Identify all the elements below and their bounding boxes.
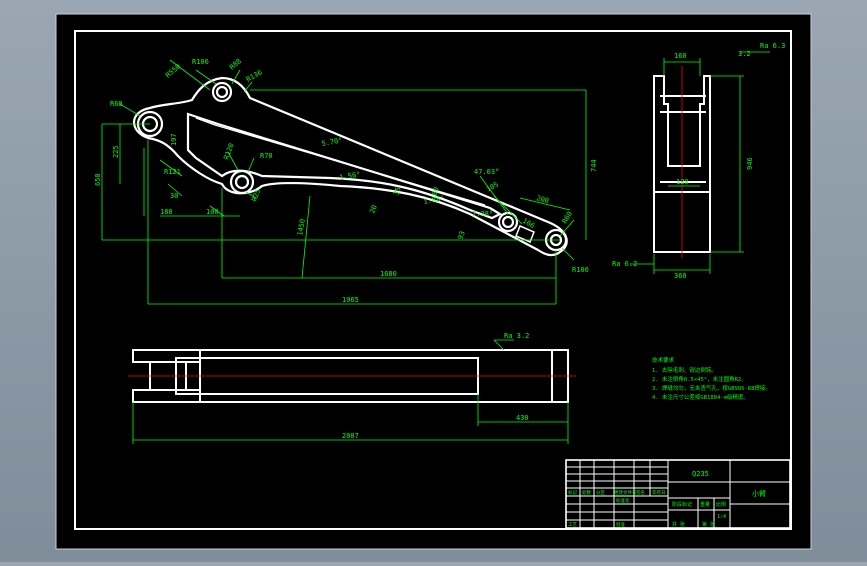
title-block-text: Q235 小臂 阶段标记 重量 比例 1:4 共 张 第 张 标记 处数 分区 …	[568, 470, 766, 528]
label-top160: 160	[674, 52, 687, 60]
label-d100: 100	[206, 208, 219, 216]
label-d20: 20	[368, 204, 378, 215]
note-3: 3. 焊缝均匀，无夹渣气孔，按GB985-88焊接。	[652, 384, 771, 392]
label-ang728: 7.28°	[472, 210, 493, 218]
arm-end-notch	[515, 225, 535, 243]
arm-outline	[132, 76, 568, 257]
pin-hole-mid	[229, 169, 255, 195]
label-rough-ra62: Ra 6.2	[612, 260, 637, 268]
label-ang570: 5.70°	[321, 136, 343, 148]
label-d1450: 1450	[296, 218, 307, 236]
label-r70: R70	[260, 152, 273, 160]
top-view-dimensions	[132, 339, 569, 444]
note-4: 4. 未注尺寸公差按GB1804-m级精度。	[652, 393, 749, 401]
label-d430: 430	[516, 414, 529, 422]
side-view-dimensions	[630, 51, 770, 274]
title-block	[565, 459, 791, 529]
label-r25: R25	[250, 188, 262, 203]
label-rough-mark: 3.2	[738, 50, 751, 58]
label-r121: R121	[164, 168, 181, 176]
label-d80: 80	[430, 186, 440, 197]
tb-ratio: 比例	[716, 501, 726, 508]
front-view-dimensions	[101, 59, 587, 305]
pin-hole-right	[497, 211, 519, 233]
tb-date: 年月日	[652, 489, 666, 496]
label-ang188: 1.88°	[423, 194, 445, 206]
tb-mark: 标记	[568, 489, 577, 496]
tb-sign: 签名	[636, 489, 645, 496]
tb-design: 标准化	[616, 497, 630, 504]
tb-weight: 重量	[700, 501, 710, 508]
label-d1965: 1965	[342, 296, 359, 304]
label-rough: Ra 6.3	[760, 42, 785, 50]
tb-sheets: 共 张	[672, 521, 685, 528]
tb-stage: 阶段标记	[672, 501, 692, 508]
technical-notes: 技术要求 1. 去除毛刺、锐边倒钝。 2. 未注倒角0.5×45°，未注圆角R2…	[652, 356, 771, 401]
pin-hole-mid-inner	[234, 174, 250, 190]
label-d1680: 1680	[380, 270, 397, 278]
sheet-background	[55, 13, 812, 550]
tb-change: 更改文件号	[614, 489, 637, 496]
label-bot360: 360	[674, 272, 687, 280]
pin-hole-top-inner	[215, 85, 229, 99]
tb-material: Q235	[692, 470, 709, 478]
side-view-labels: 160 120 946 360 Ra 6.3 3.2 Ra 6.2	[612, 42, 785, 280]
label-d650: 650	[94, 173, 102, 186]
top-view-outline	[132, 349, 569, 403]
label-d35: 35	[392, 186, 402, 197]
pin-hole-top	[211, 81, 233, 103]
label-mid120: 120	[676, 178, 689, 186]
drawing-frame	[74, 30, 792, 530]
note-1: 1. 去除毛刺、锐边倒钝。	[652, 366, 717, 374]
label-right946: 946	[746, 157, 754, 170]
label-ang156: 1.56°	[339, 170, 361, 182]
label-d93: 93	[456, 230, 466, 241]
label-d2087: 2087	[342, 432, 359, 440]
label-r106: R106	[192, 58, 209, 66]
label-d744: 744	[590, 159, 598, 172]
top-view-labels: 430 2087 Ra 3.2	[342, 332, 529, 440]
arm-front-view	[132, 76, 568, 257]
tb-part-name: 小臂	[752, 489, 766, 498]
tb-count: 处数	[582, 489, 591, 496]
arm-inner-line	[195, 117, 486, 206]
title-block-frame	[565, 459, 791, 529]
label-d188: 188	[160, 208, 173, 216]
side-outline-upper	[653, 75, 711, 193]
tb-process: 工艺	[568, 522, 577, 528]
tb-sheet: 第 张	[702, 521, 715, 528]
label-d225: 225	[112, 145, 120, 158]
tb-zone: 分区	[596, 489, 605, 496]
note-2: 2. 未注倒角0.5×45°，未注圆角R2。	[652, 375, 747, 383]
label-r68: R68	[110, 100, 123, 108]
label-rough-ra3: Ra 3.2	[504, 332, 529, 340]
arm-inner-cutout	[186, 112, 503, 220]
label-d197: 197	[170, 133, 178, 146]
pin-hole-right-inner	[501, 215, 515, 229]
tb-approve: 批准	[616, 521, 625, 528]
notes-title: 技术要求	[652, 356, 675, 364]
tb-scale: 1:4	[717, 514, 726, 520]
label-r100: R100	[572, 266, 589, 274]
label-ang4703: 47.03°	[474, 168, 499, 176]
label-d200: 200	[535, 194, 549, 205]
label-d30: 30	[170, 192, 178, 200]
